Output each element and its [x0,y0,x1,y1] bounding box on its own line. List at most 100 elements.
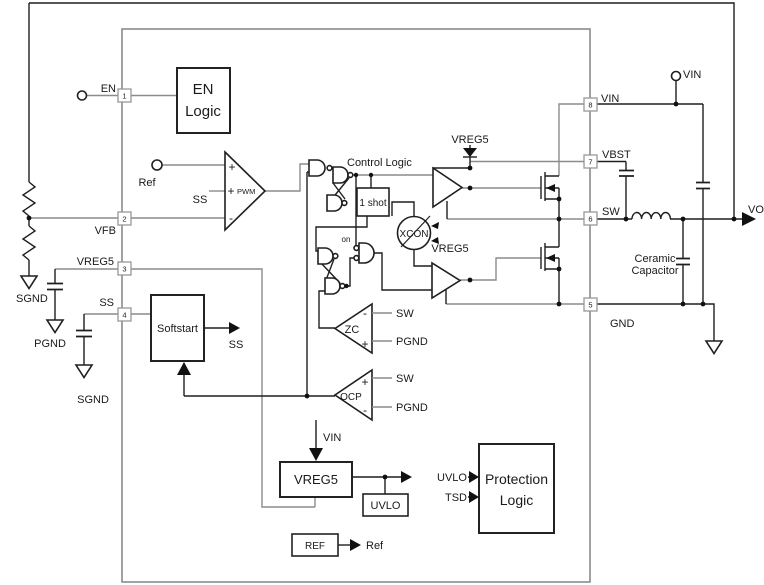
svg-text:3: 3 [122,265,126,274]
protection-logic-block: Protection Logic [469,443,555,534]
uvlo-in-arrow [469,471,479,483]
xcon-arrow-bottom [431,237,439,244]
tsd-in-arrow [469,491,479,503]
svg-text:1 shot: 1 shot [359,198,386,209]
capacitors [47,169,710,338]
svg-text:VREG5: VREG5 [294,472,338,487]
pin-label-vfb: VFB [95,225,116,237]
ceramic-capacitor-label-2: Capacitor [631,265,678,277]
feedback-resistor-divider [21,181,37,261]
svg-text:6: 6 [588,215,592,224]
ic-pins: 1 EN 2 VFB 3 VREG5 4 SS 8 VIN 7 VBST [77,83,635,330]
ss-input-label: SS [193,194,208,206]
ground-symbols [19,275,724,379]
svg-text:-: - [363,403,367,417]
zc-comparator: - + ZC SW PGND [333,302,428,355]
pin-ss: 4 SS [99,297,132,322]
svg-text:+: + [227,184,234,198]
sgnd-ground-2 [74,364,94,379]
svg-text:XCON: XCON [400,229,429,240]
pin-label-ss: SS [99,297,114,309]
svg-text:UVLO: UVLO [371,500,401,512]
nand-latch1-top [332,166,349,184]
svg-text:Logic: Logic [185,103,221,120]
pin-label-vbst: VBST [602,149,631,161]
svg-text:Logic: Logic [500,492,533,508]
vreg5-lsdriver-label: VREG5 [431,243,468,255]
control-logic-label: Control Logic [347,157,412,169]
svg-text:+: + [361,337,368,351]
pin-en: 1 EN [101,83,132,103]
one-shot-block: 1 shot [356,187,390,217]
svg-text:5: 5 [588,301,592,310]
pin-sw: 6 SW [583,206,620,226]
en-terminal [76,90,88,101]
svg-text:-: - [229,211,233,225]
ceramic-capacitor-label-1: Ceramic [635,253,676,265]
ref-out-arrow [350,539,361,551]
vin-down-arrow [309,448,323,461]
gate-drivers [431,166,464,300]
resistor-top [21,181,37,217]
junction-dots [26,101,737,480]
svg-text:8: 8 [588,101,592,110]
vreg5-out-arrow [401,471,412,483]
ss-output-label: SS [229,339,244,351]
uvlo-block: UVLO [362,493,409,517]
svg-text:Softstart: Softstart [157,323,198,335]
pin-label-en: EN [101,83,116,95]
ref-input-label: Ref [138,177,156,189]
pin-vin: 8 VIN [583,93,619,112]
lowside-driver [431,261,462,300]
vreg5-capacitor [47,282,63,291]
pin-label-gnd: GND [610,318,635,330]
xcon-block: XCON [396,215,439,251]
zc-sw-label: SW [396,308,414,320]
svg-text:EN: EN [193,81,214,98]
output-inductor [631,211,672,220]
ss-out-arrow [229,322,240,334]
ocp-comparator: + - OCP SW PGND [333,368,428,422]
svg-text:Protection: Protection [485,471,548,487]
sgnd-label-2: SGND [77,394,109,406]
uvlo-signal-label: UVLO [437,472,467,484]
highside-driver [432,166,464,209]
svg-text:2: 2 [122,215,126,224]
vin-terminal-label: VIN [683,69,701,81]
vin-terminal [670,70,682,82]
svg-text:4: 4 [122,311,126,320]
pin-vbst: 7 VBST [583,149,631,169]
en-logic-block: EN Logic [176,67,231,134]
sgnd-ground-1 [19,275,39,290]
pin-label-vin: VIN [601,93,619,105]
nand-latch1-bottom [326,194,343,212]
ss-capacitor [76,329,92,338]
lowside-mosfet [540,219,560,304]
resistor-bottom [21,225,37,261]
vreg5-diode-label: VREG5 [451,134,488,146]
vreg5-block: VREG5 [279,448,412,498]
nand-latch2-top [317,247,334,265]
svg-text:OCP: OCP [340,392,362,403]
pin-vreg5: 3 VREG5 [77,256,132,276]
bootstrap-capacitor [619,169,634,177]
pin-vfb: 2 VFB [95,211,132,237]
input-capacitor [696,181,710,190]
ref-block: REF [291,533,361,557]
svg-text:ZC: ZC [345,324,360,336]
highside-mosfet [540,172,560,219]
ref-output-label: Ref [366,540,384,552]
output-ceramic-capacitor [676,257,690,266]
svg-text:+: + [228,160,235,174]
pgnd-ground [45,319,65,334]
external-wiring [28,2,742,365]
nor-gate [358,242,375,264]
zc-pgnd-label: PGND [396,336,428,348]
power-ground [704,340,724,355]
pin-label-vreg5: VREG5 [77,256,114,268]
nand-latch2-bottom [324,277,341,295]
on-label: on [342,235,351,244]
vo-label: VO [748,204,764,216]
